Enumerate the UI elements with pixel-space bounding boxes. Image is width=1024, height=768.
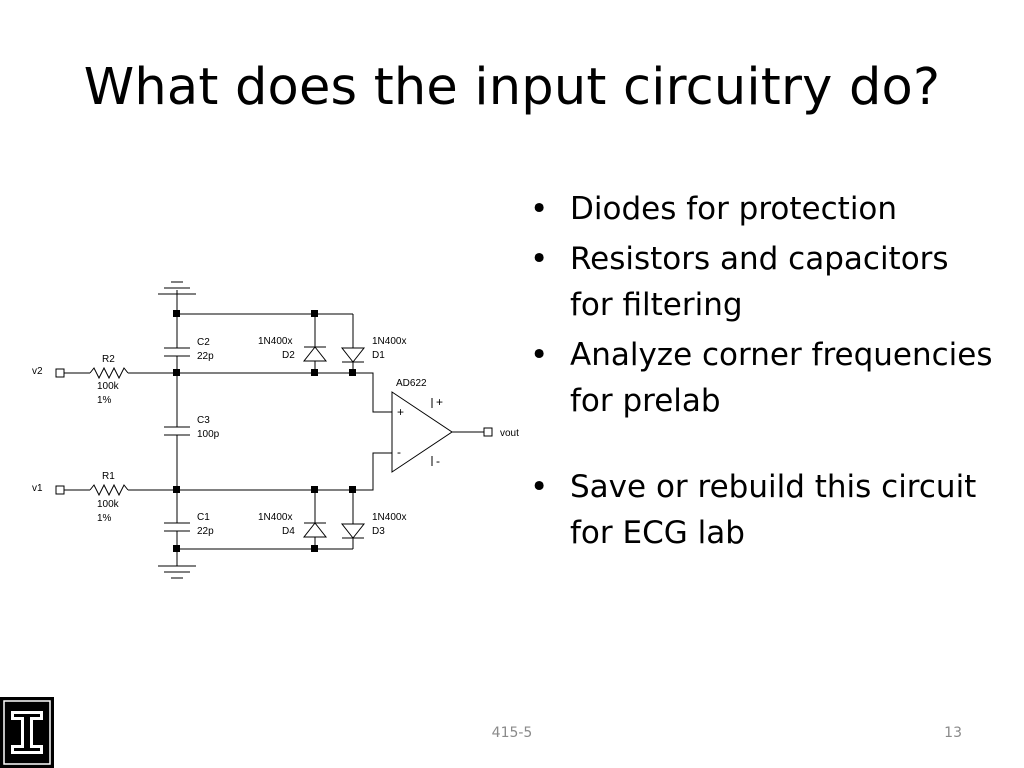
bullet-item: • Diodes for protection bbox=[530, 186, 1000, 232]
footer-course-code: 415-5 bbox=[491, 725, 533, 741]
bullet-item: • Save or rebuild this circuit for ECG la… bbox=[530, 464, 1000, 556]
d3-name: D3 bbox=[372, 526, 385, 537]
c2-value: 22p bbox=[197, 351, 214, 362]
r2-tolerance: 1% bbox=[97, 395, 112, 406]
opamp-label: AD622 bbox=[396, 378, 427, 389]
slide-page-number: 13 bbox=[944, 725, 962, 741]
d4-part: 1N400x bbox=[258, 512, 292, 523]
d1-name: D1 bbox=[372, 350, 385, 361]
bullet-text: Resistors and capacitors for filtering bbox=[570, 241, 949, 323]
bullet-text: Analyze corner frequencies for prelab bbox=[570, 337, 993, 419]
r2-value: 100k bbox=[97, 381, 120, 392]
opamp-plus-input: + bbox=[397, 405, 404, 419]
c2-name: C2 bbox=[197, 337, 210, 348]
v2-label: v2 bbox=[32, 366, 43, 377]
d1-part: 1N400x bbox=[372, 336, 406, 347]
bullet-item: • Resistors and capacitors for filtering bbox=[530, 236, 1000, 328]
bullet-icon: • bbox=[530, 241, 549, 277]
r2-name: R2 bbox=[102, 354, 115, 365]
opamp-minus-input: - bbox=[397, 445, 401, 459]
c1-value: 22p bbox=[197, 526, 214, 537]
r1-tolerance: 1% bbox=[97, 513, 112, 524]
university-block-i-logo-icon bbox=[0, 697, 54, 768]
bullet-text: Diodes for protection bbox=[570, 191, 898, 227]
vout-label: vout bbox=[500, 428, 519, 439]
r1-value: 100k bbox=[97, 499, 120, 510]
opamp-minus-supply: - bbox=[436, 454, 440, 468]
c3-name: C3 bbox=[197, 415, 210, 426]
d3-part: 1N400x bbox=[372, 512, 406, 523]
bullet-text: Save or rebuild this circuit for ECG lab bbox=[570, 469, 977, 551]
circuit-schematic: v2 v1 vout R2 100k 1% R1 100k 1% C2 22p … bbox=[32, 281, 519, 579]
c3-value: 100p bbox=[197, 429, 220, 440]
bullet-icon: • bbox=[530, 191, 549, 227]
d2-part: 1N400x bbox=[258, 336, 292, 347]
opamp-plus-supply: + bbox=[436, 395, 443, 409]
slide-title: What does the input circuitry do? bbox=[83, 58, 941, 117]
bullet-list: • Diodes for protection • Resistors and ca… bbox=[530, 186, 1000, 560]
c1-name: C1 bbox=[197, 512, 210, 523]
r1-name: R1 bbox=[102, 471, 115, 482]
bullet-item: • Analyze corner frequencies for prelab bbox=[530, 332, 1000, 424]
bullet-icon: • bbox=[530, 337, 549, 373]
v1-label: v1 bbox=[32, 483, 43, 494]
d4-name: D4 bbox=[282, 526, 295, 537]
d2-name: D2 bbox=[282, 350, 295, 361]
bullet-icon: • bbox=[530, 469, 549, 505]
